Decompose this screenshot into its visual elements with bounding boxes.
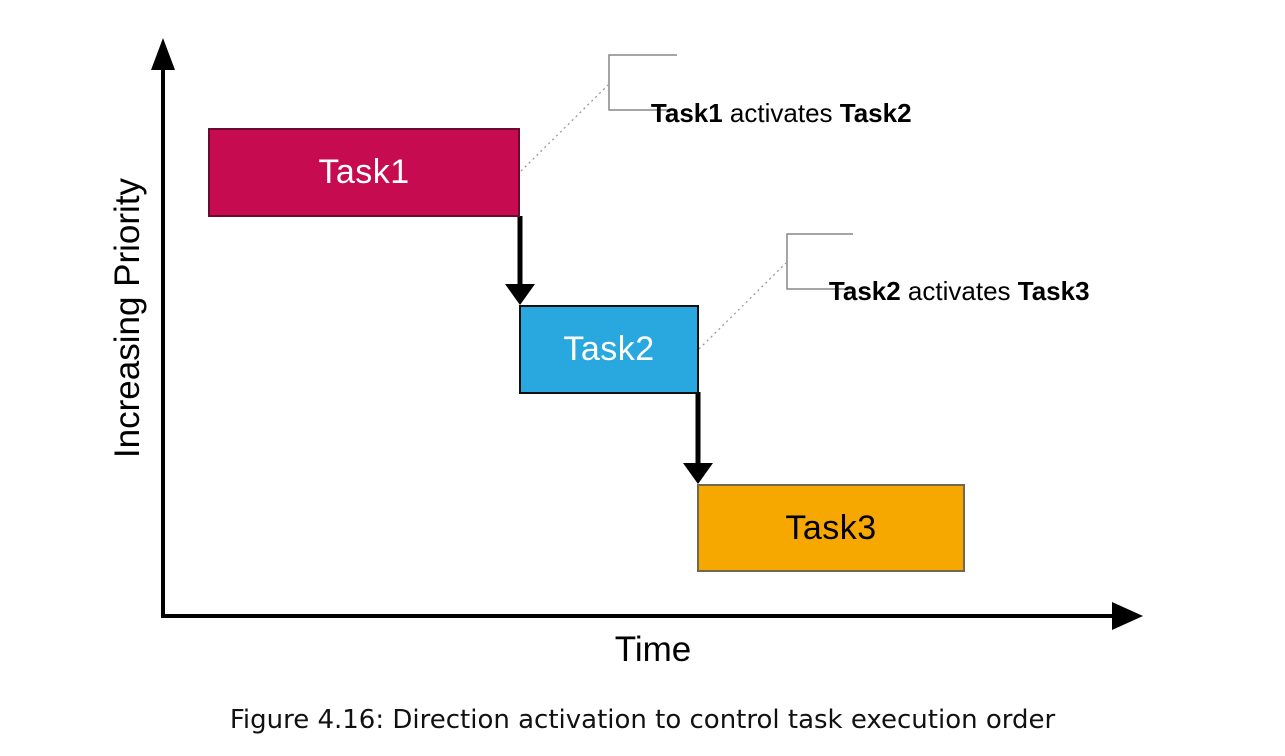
x-axis <box>161 602 1143 630</box>
y-axis <box>151 38 175 617</box>
leader-line-task2-annotation <box>698 262 787 350</box>
task3-label: Task3 <box>785 508 877 547</box>
annotation-task1-activates-task2: Task1 activates Task2 <box>622 68 912 158</box>
annotation1-verb: activates <box>722 98 840 128</box>
task1-box: Task1 <box>208 128 520 217</box>
annotation1-bracket <box>608 54 677 111</box>
activation-arrow-task2-task3 <box>683 392 713 484</box>
leader-line-task1-annotation <box>520 84 609 172</box>
annotation-task2-activates-task3: Task2 activates Task3 <box>800 246 1090 336</box>
task1-label: Task1 <box>318 153 410 191</box>
annotation1-source: Task1 <box>650 98 723 128</box>
x-axis-arrowhead-icon <box>1112 602 1143 630</box>
arrow-head-icon <box>505 284 535 305</box>
activation-arrow-task1-task2 <box>505 216 535 305</box>
annotation2-verb: activates <box>900 276 1018 306</box>
figure-caption: Figure 4.16: Direction activation to con… <box>229 705 1056 735</box>
y-axis-label: Increasing Priority <box>108 177 147 459</box>
annotation2-bracket <box>786 233 853 290</box>
annotation2-source: Task2 <box>828 276 901 306</box>
task3-box: Task3 <box>697 484 965 572</box>
annotation1-target: Task2 <box>839 98 912 128</box>
task2-label: Task2 <box>563 330 655 368</box>
annotation2-target: Task3 <box>1017 276 1090 306</box>
arrow-head-icon <box>683 463 713 484</box>
task2-box: Task2 <box>519 305 699 394</box>
y-axis-arrowhead-icon <box>151 38 175 70</box>
x-axis-label: Time <box>614 630 692 669</box>
